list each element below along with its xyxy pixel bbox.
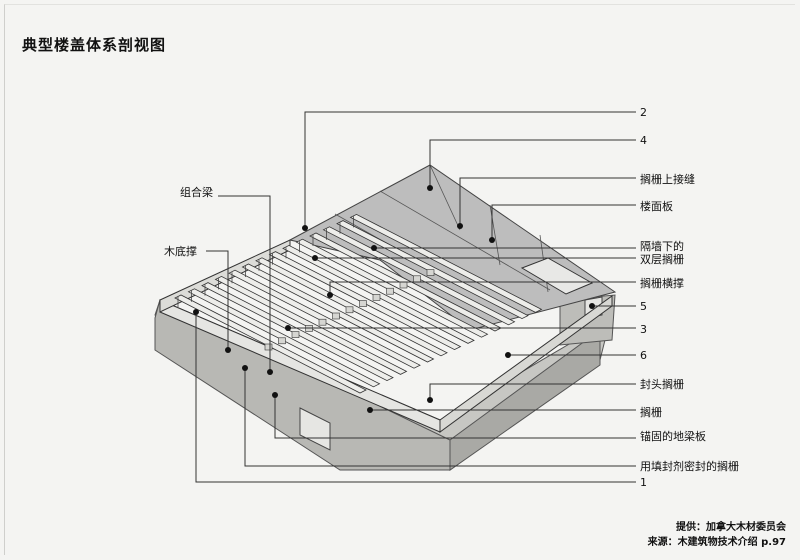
callout-subfloor: 楼面板: [640, 200, 673, 213]
callout-blocking: 搁栅横撑: [640, 277, 684, 290]
foundation-right-face: [449, 329, 601, 471]
callout-dot: [302, 225, 308, 231]
blocking-piece: [372, 294, 381, 301]
blocking-piece: [291, 331, 300, 338]
callout-joist-joint: 搁栅上接缝: [640, 173, 695, 186]
callout-dot: [272, 392, 278, 398]
callout-sill-plate: 锚固的地梁板: [640, 430, 706, 443]
callout-dot: [327, 292, 333, 298]
blocking-piece: [332, 312, 340, 320]
callout-joist: 搁栅: [640, 406, 662, 419]
joist: [349, 213, 543, 313]
callout-dot: [193, 309, 199, 315]
page-frame: [4, 4, 795, 555]
callout-dot: [589, 303, 595, 309]
blocking-piece: [386, 287, 394, 295]
blocking-piece: [264, 343, 273, 351]
blocking-piece: [278, 337, 286, 345]
blocking-piece: [345, 306, 354, 314]
callout-dot: [312, 255, 318, 261]
callout-4: 4: [640, 134, 647, 147]
callout-dot: [225, 347, 231, 353]
callout-dot: [489, 237, 495, 243]
callout-dot: [367, 407, 373, 413]
callout-3: 3: [640, 323, 647, 336]
leader-line: [329, 281, 636, 295]
blocking-piece: [426, 269, 435, 276]
callout-rim-joist: 封头搁栅: [640, 378, 684, 391]
callout-2: 2: [640, 106, 647, 119]
callout-leaders: [195, 111, 636, 483]
leader-line: [218, 195, 271, 372]
blocking-piece: [413, 275, 421, 283]
callout-sealed-joist: 用填封剂密封的搁栅: [640, 460, 739, 473]
leader-line: [429, 383, 636, 400]
leader-line: [459, 177, 636, 226]
callout-dot: [457, 223, 463, 229]
callout-bridging: 木底撑: [164, 245, 197, 258]
leader-line: [206, 250, 229, 350]
callout-dot: [427, 397, 433, 403]
leader-line: [429, 139, 636, 188]
leader-line: [195, 312, 636, 483]
callout-dots: [193, 185, 595, 413]
leader-line: [274, 395, 636, 439]
leader-line: [491, 204, 636, 240]
callout-double-joist: 隔墙下的 双层搁栅: [640, 240, 684, 266]
credit-source: 来源：木建筑物技术介绍 p.97: [647, 537, 786, 548]
callout-built-up-beam: 组合梁: [180, 186, 213, 199]
leader-line: [244, 368, 636, 467]
basement-window-front: [299, 407, 331, 451]
credit-provider: 提供：加拿大木材委员会: [676, 522, 786, 533]
callout-dot: [267, 369, 273, 375]
callout-5: 5: [640, 300, 647, 313]
blocking-piece: [318, 318, 327, 326]
blocking-piece: [359, 300, 367, 307]
callout-dot: [505, 352, 511, 358]
callout-1: 1: [640, 476, 647, 489]
stair-opening: [520, 257, 594, 295]
blocking-piece: [399, 281, 408, 289]
callout-dot: [285, 325, 291, 331]
leader-line: [304, 111, 636, 228]
page-title: 典型楼盖体系剖视图: [22, 36, 167, 54]
callout-dot: [427, 185, 433, 191]
callout-dot: [371, 245, 377, 251]
callout-dot: [242, 365, 248, 371]
callout-6: 6: [640, 349, 647, 362]
